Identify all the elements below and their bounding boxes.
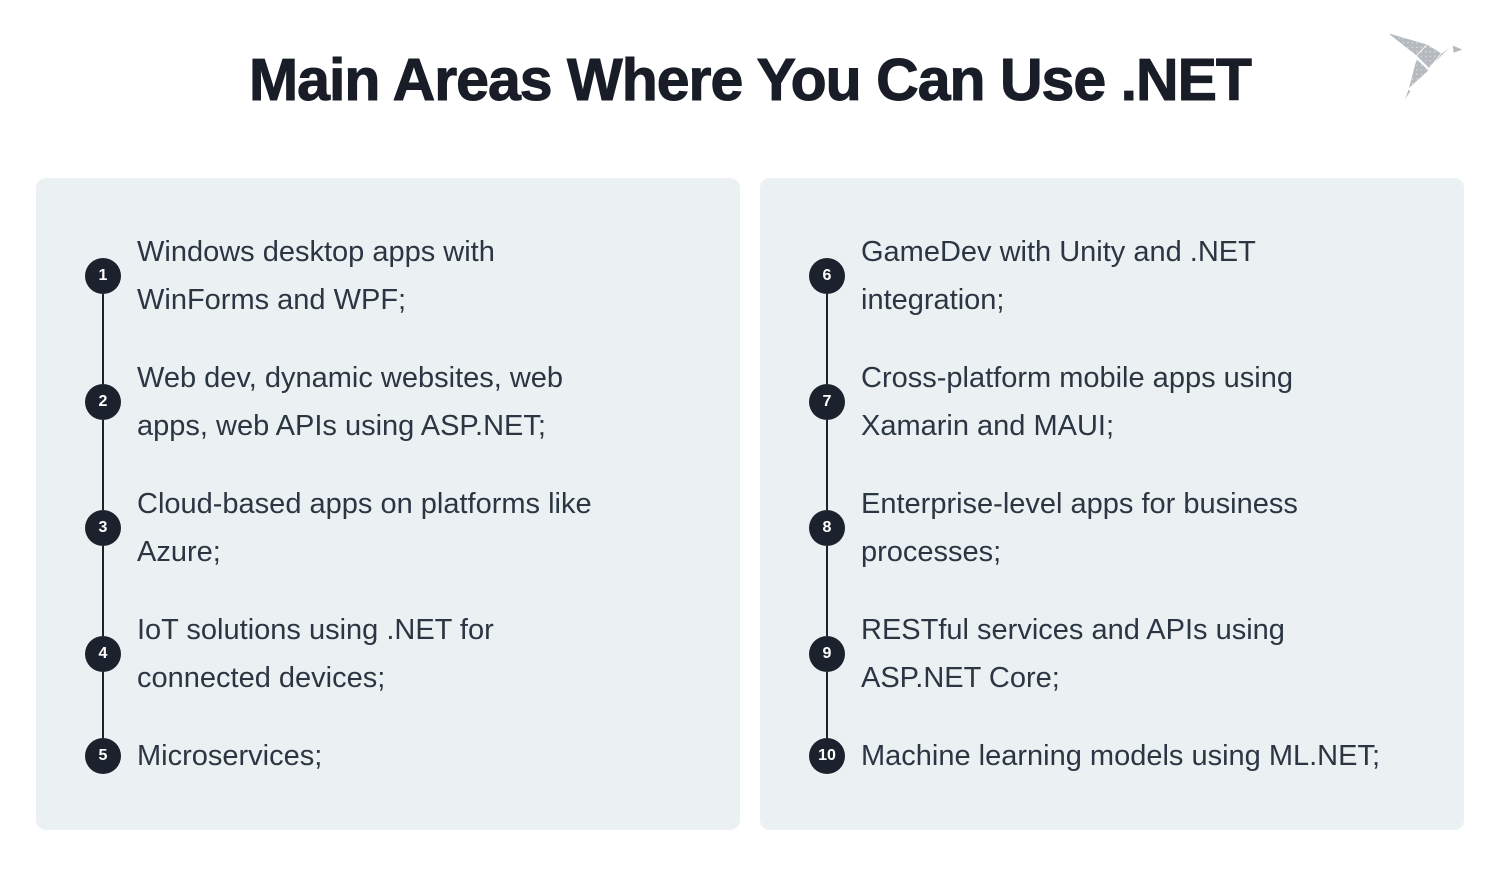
timeline-line bbox=[102, 672, 104, 717]
timeline-marker: 5 bbox=[83, 717, 123, 795]
timeline-line bbox=[102, 420, 104, 465]
timeline-line bbox=[826, 465, 828, 510]
list-item: 8 Enterprise-level apps for business pro… bbox=[807, 465, 1436, 591]
item-number-badge: 10 bbox=[809, 738, 845, 774]
item-text: Cloud-based apps on platforms like Azure… bbox=[137, 488, 592, 568]
item-text: Cross-platform mobile apps using Xamarin… bbox=[861, 362, 1293, 442]
item-number-badge: 5 bbox=[85, 738, 121, 774]
timeline-marker: 4 bbox=[83, 591, 123, 717]
list-item: 1 Windows desktop apps with WinForms and… bbox=[83, 213, 712, 339]
list-item: 6 GameDev with Unity and .NET integratio… bbox=[807, 213, 1436, 339]
list-item: 2 Web dev, dynamic websites, web apps, w… bbox=[83, 339, 712, 465]
list-item: 3 Cloud-based apps on platforms like Azu… bbox=[83, 465, 712, 591]
timeline-marker: 3 bbox=[83, 465, 123, 591]
timeline-line bbox=[826, 717, 828, 738]
item-text: RESTful services and APIs using ASP.NET … bbox=[861, 614, 1285, 694]
timeline-line bbox=[102, 546, 104, 591]
timeline-marker: 1 bbox=[83, 213, 123, 339]
timeline-line bbox=[826, 420, 828, 465]
item-text: Web dev, dynamic websites, web apps, web… bbox=[137, 362, 564, 442]
timeline-line bbox=[102, 339, 104, 384]
list-item: 5 Microservices; bbox=[83, 717, 712, 795]
page-title: Main Areas Where You Can Use .NET bbox=[249, 47, 1253, 113]
item-text: IoT solutions using .NET for connected d… bbox=[137, 614, 494, 694]
panels-container: 1 Windows desktop apps with WinForms and… bbox=[36, 178, 1464, 830]
list-item: 9 RESTful services and APIs using ASP.NE… bbox=[807, 591, 1436, 717]
panel-left: 1 Windows desktop apps with WinForms and… bbox=[36, 178, 740, 830]
timeline-marker: 2 bbox=[83, 339, 123, 465]
origami-bird-icon bbox=[1384, 18, 1474, 110]
timeline-line bbox=[826, 339, 828, 384]
timeline-line bbox=[826, 591, 828, 636]
timeline-line bbox=[102, 591, 104, 636]
item-number-badge: 2 bbox=[85, 384, 121, 420]
timeline-marker: 9 bbox=[807, 591, 847, 717]
timeline-marker: 7 bbox=[807, 339, 847, 465]
list-item: 10 Machine learning models using ML.NET; bbox=[807, 717, 1436, 795]
list-item: 4 IoT solutions using .NET for connected… bbox=[83, 591, 712, 717]
timeline-line bbox=[102, 294, 104, 339]
timeline-line bbox=[826, 672, 828, 717]
item-number-badge: 9 bbox=[809, 636, 845, 672]
header: Main Areas Where You Can Use .NET bbox=[0, 0, 1500, 113]
timeline-marker: 10 bbox=[807, 717, 847, 795]
item-number-badge: 3 bbox=[85, 510, 121, 546]
item-number-badge: 7 bbox=[809, 384, 845, 420]
item-number-badge: 8 bbox=[809, 510, 845, 546]
list-item: 7 Cross-platform mobile apps using Xamar… bbox=[807, 339, 1436, 465]
panel-right: 6 GameDev with Unity and .NET integratio… bbox=[760, 178, 1464, 830]
timeline-line bbox=[826, 294, 828, 339]
timeline-marker: 6 bbox=[807, 213, 847, 339]
item-number-badge: 6 bbox=[809, 258, 845, 294]
item-text: GameDev with Unity and .NET integration; bbox=[861, 236, 1256, 316]
item-text: Enterprise-level apps for business proce… bbox=[861, 488, 1298, 568]
item-text: Microservices; bbox=[137, 740, 323, 772]
item-number-badge: 1 bbox=[85, 258, 121, 294]
item-text: Windows desktop apps with WinForms and W… bbox=[137, 236, 495, 316]
timeline-marker: 8 bbox=[807, 465, 847, 591]
timeline-line bbox=[102, 717, 104, 738]
timeline-line bbox=[102, 465, 104, 510]
item-number-badge: 4 bbox=[85, 636, 121, 672]
item-text: Machine learning models using ML.NET; bbox=[861, 740, 1381, 772]
timeline-line bbox=[826, 546, 828, 591]
